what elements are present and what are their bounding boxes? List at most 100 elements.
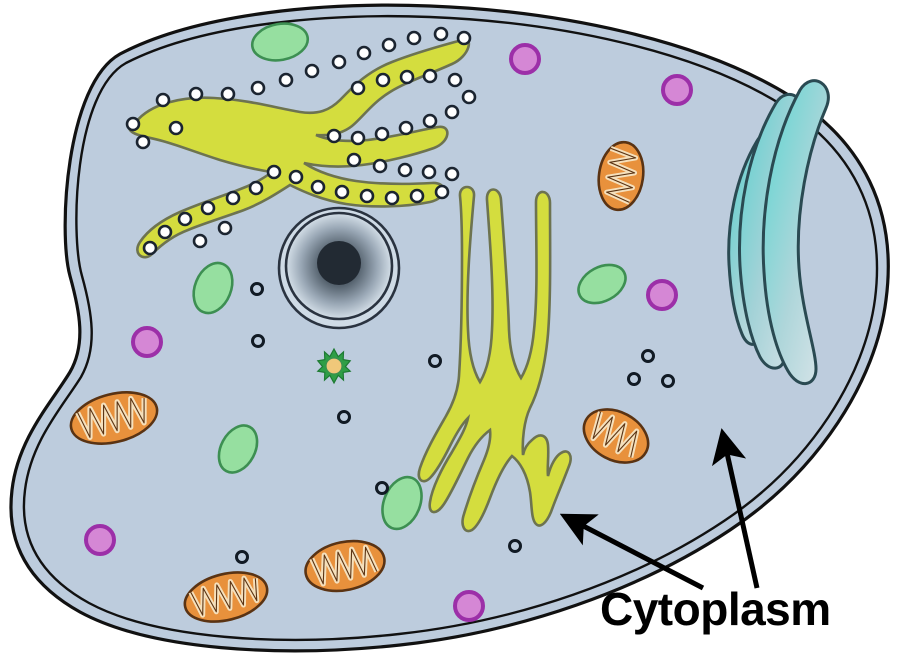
cell-membrane-inner <box>22 15 879 642</box>
free-ribosome <box>627 372 641 386</box>
ribosome <box>188 86 204 102</box>
smooth-er-membrane <box>417 185 572 533</box>
ribosome <box>374 126 390 142</box>
ribosome <box>399 69 415 85</box>
ribosome <box>135 134 151 150</box>
free-ribosomes-group <box>235 282 675 564</box>
cytoplasm-leader-lines <box>559 428 760 591</box>
ribosome <box>250 80 266 96</box>
cytoplasm-arrow-right <box>711 428 760 589</box>
mitochondrion <box>183 571 269 623</box>
ribosome <box>406 30 422 46</box>
ribosome <box>456 30 472 46</box>
ribosome <box>200 200 216 216</box>
ribosome <box>334 184 350 200</box>
ribosome <box>278 72 294 88</box>
ribosome <box>359 188 375 204</box>
mitochondrion-cristae-outline <box>190 577 258 616</box>
vesicle <box>577 263 627 305</box>
vesicle <box>381 475 423 531</box>
ribosome <box>331 54 347 70</box>
mitochondrion <box>582 408 650 464</box>
ribosome <box>447 72 463 88</box>
vesicles-group <box>192 22 627 531</box>
lysosome <box>646 279 678 311</box>
ribosome <box>217 220 233 236</box>
ribosome <box>398 120 414 136</box>
lysosome <box>84 524 116 556</box>
ribosome <box>422 68 438 84</box>
rough-endoplasmic-reticulum <box>125 26 477 259</box>
ribosome <box>433 26 449 42</box>
ribosome <box>346 152 362 168</box>
mitochondrion-cristae-outline <box>606 147 637 203</box>
ribosome <box>356 45 372 61</box>
ribosome <box>381 37 397 53</box>
ribosome <box>372 158 388 174</box>
ribosome <box>155 92 171 108</box>
ribosome <box>266 164 282 180</box>
ribosome <box>192 233 208 249</box>
free-ribosome <box>235 550 249 564</box>
ribosome <box>409 188 425 204</box>
ribosome <box>375 72 391 88</box>
free-ribosome <box>375 481 389 495</box>
ribosome <box>168 120 184 136</box>
lysosome <box>131 326 163 358</box>
ribosome <box>177 211 193 227</box>
golgi-apparatus <box>727 79 830 385</box>
free-ribosome <box>250 282 264 296</box>
ribosome <box>326 128 342 144</box>
ribosome <box>310 179 326 195</box>
vesicle <box>217 424 259 474</box>
nucleolus <box>317 241 361 285</box>
mitochondria-group <box>69 140 650 623</box>
ribosome <box>384 190 400 206</box>
lysosome <box>661 74 693 106</box>
ribosome <box>157 224 173 240</box>
ribosome <box>142 240 158 256</box>
ribosome <box>225 190 241 206</box>
cytoplasm-label: Cytoplasm <box>600 583 831 635</box>
ribosome <box>288 169 304 185</box>
mitochondrion <box>597 140 645 212</box>
ribosome <box>461 89 477 105</box>
ribosome <box>421 164 437 180</box>
ribosome <box>444 104 460 120</box>
ribosome <box>350 130 366 146</box>
free-ribosome <box>337 410 351 424</box>
free-ribosome <box>251 334 265 348</box>
ribosome <box>397 162 413 178</box>
centriole <box>316 347 352 385</box>
cell-membrane-outer <box>9 3 890 653</box>
ribosome <box>220 86 236 102</box>
golgi-cisterna-3 <box>761 79 830 385</box>
lysosomes-group <box>84 43 693 622</box>
free-ribosome <box>641 349 655 363</box>
nucleus <box>277 206 401 330</box>
rough-er-ribosomes <box>125 26 477 256</box>
ribosome <box>248 180 264 196</box>
vesicle <box>192 261 234 315</box>
ribosome <box>434 184 450 200</box>
mitochondrion <box>69 391 159 445</box>
mitochondrion-cristae-outline <box>592 411 638 458</box>
vesicle <box>250 22 310 62</box>
free-ribosome <box>428 354 442 368</box>
lysosome <box>453 590 485 622</box>
free-ribosome <box>661 374 675 388</box>
ribosome <box>125 116 141 132</box>
cell-body <box>9 3 890 653</box>
smooth-endoplasmic-reticulum <box>417 185 572 533</box>
ribosome <box>350 80 366 96</box>
ribosome <box>304 63 320 79</box>
centriole-core <box>325 357 343 375</box>
mitochondrion <box>304 539 386 593</box>
ribosome <box>444 166 460 182</box>
ribosome <box>422 113 438 129</box>
mitochondrion-cristae-outline <box>311 546 378 585</box>
mitochondrion-cristae-outline <box>77 397 145 438</box>
lysosome <box>509 43 541 75</box>
